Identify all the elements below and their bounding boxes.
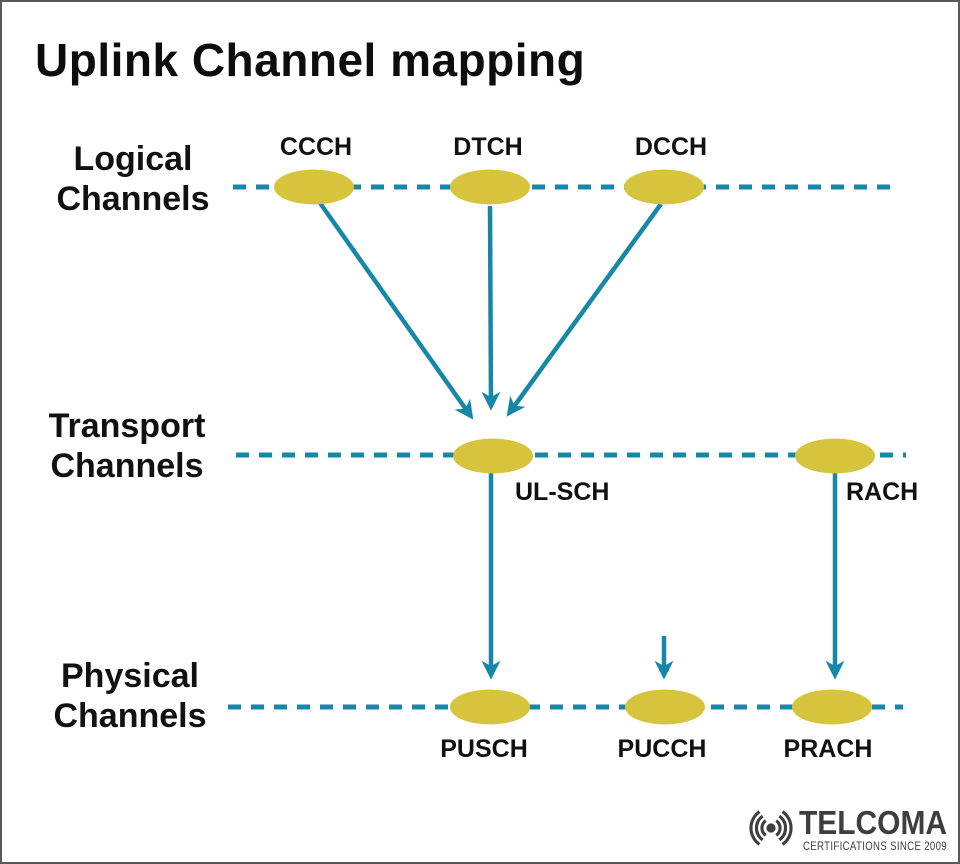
rach-label: RACH [846,478,918,506]
ulsch-ellipse [453,438,533,474]
node-pucch: PUCCH [618,689,707,763]
transport-label-line2: Channels [50,447,203,485]
dtch-label: DTCH [453,133,522,161]
prach-ellipse [792,689,872,725]
node-dtch: DTCH [450,133,530,205]
node-dcch: DCCH [624,133,707,205]
pucch-label: PUCCH [618,735,707,763]
pusch-label: PUSCH [440,735,528,763]
physical-label-line2: Channels [53,697,206,735]
pusch-ellipse [450,689,530,725]
logical-row-label: Logical Channels [56,140,209,218]
signal-waves-icon [749,810,793,846]
node-ccch: CCCH [274,133,354,205]
arrow-dtch-to-ulsch [481,205,501,411]
node-rach: RACH [795,438,918,506]
rach-ellipse [795,438,875,474]
node-prach: PRACH [784,689,873,763]
arrow-dcch-to-ulsch [506,202,663,417]
logo-brand-text: TELCOMA [799,804,947,841]
transport-row-label: Transport Channels [49,407,206,485]
transport-label-line1: Transport [49,407,206,445]
physical-label-line1: Physical [61,657,199,695]
physical-row-label: Physical Channels [53,657,206,735]
ccch-label: CCCH [280,133,352,161]
arrow-ccch-to-ulsch [318,201,474,420]
telcoma-logo: TELCOMA CERTIFICATIONS SINCE 2009 [749,804,947,853]
dtch-ellipse [450,169,530,205]
ulsch-label: UL-SCH [515,478,609,506]
pucch-ellipse [625,689,705,725]
dcch-label: DCCH [635,133,707,161]
logical-label-line2: Channels [56,180,209,218]
ccch-ellipse [274,169,354,205]
prach-label: PRACH [784,735,873,763]
node-pusch: PUSCH [440,689,530,763]
page-title: Uplink Channel mapping [35,34,585,86]
logo-tagline-text: CERTIFICATIONS SINCE 2009 [803,841,947,853]
dcch-ellipse [624,169,704,205]
logical-label-line1: Logical [73,140,192,178]
node-ulsch: UL-SCH [453,438,609,506]
